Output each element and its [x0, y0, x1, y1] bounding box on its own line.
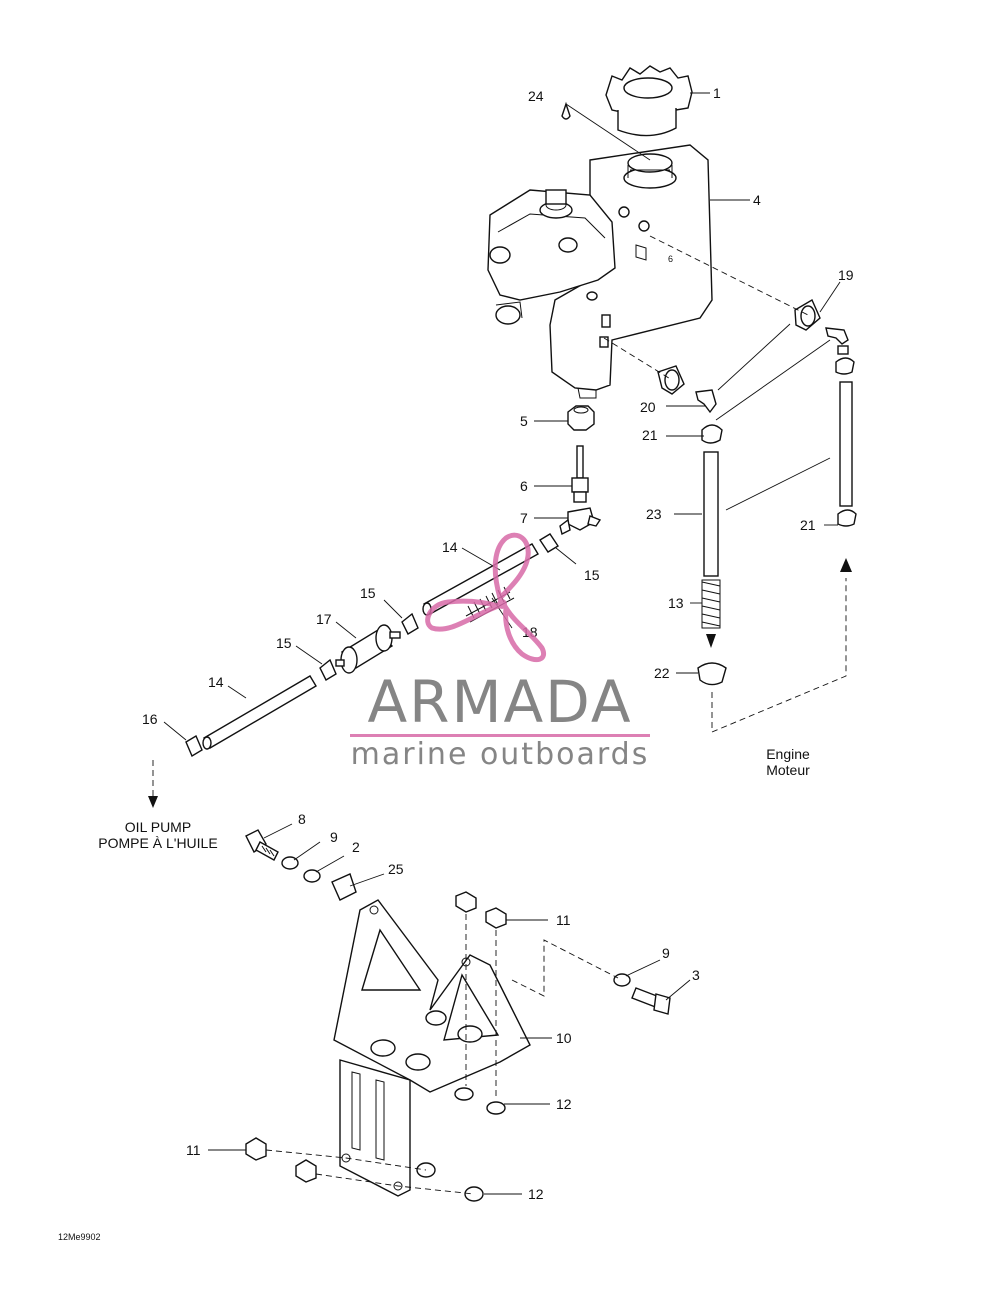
- callout-19: 19: [838, 267, 854, 283]
- mounting-bracket: [333, 899, 531, 1197]
- outlet-grommet: [567, 405, 595, 431]
- hose-fitting-middle: [401, 612, 419, 635]
- armada-logo-watermark: ARMADA marine outboards: [350, 532, 650, 772]
- brand-name: ARMADA: [367, 668, 632, 736]
- leader-lines: [163, 92, 841, 1195]
- callout-9-right: 9: [662, 945, 670, 961]
- oil-tank-cap: [605, 65, 693, 137]
- oil-tank: 6: [487, 144, 713, 399]
- svg-text:6: 6: [668, 254, 673, 264]
- engine-label-fr: Moteur: [766, 762, 810, 778]
- callout-11-lower: 11: [186, 1142, 201, 1158]
- bracket-washer-right: [613, 973, 631, 987]
- brand-tagline: marine outboards: [351, 737, 650, 772]
- callout-7: 7: [520, 510, 528, 526]
- callout-17: 17: [316, 611, 332, 627]
- callout-9-left: 9: [330, 829, 338, 845]
- callout-13: 13: [668, 595, 684, 611]
- hose-spring: [701, 579, 721, 629]
- shutoff-valve: [559, 507, 602, 536]
- callout-14-lower: 14: [208, 674, 224, 690]
- flow-arrow-up: [840, 558, 852, 572]
- hose-clamp-top-right: [835, 357, 855, 375]
- hose-clamp-right: [837, 509, 857, 527]
- oil-pump-label-fr: POMPE À L'HUILE: [98, 835, 217, 851]
- callout-20: 20: [640, 399, 656, 415]
- callout-21-right: 21: [800, 517, 816, 533]
- oil-pump-arrow: [148, 796, 158, 808]
- callout-22: 22: [654, 665, 670, 681]
- hose-vertical-left: [703, 451, 719, 577]
- grommet-elbow-left: [657, 365, 717, 414]
- callout-15-lower: 15: [276, 635, 292, 651]
- bracket-washer-spacer: [303, 869, 321, 883]
- callout-5: 5: [520, 413, 528, 429]
- hose-fitting-lower: [319, 658, 337, 681]
- callout-12-lower: 12: [528, 1186, 544, 1202]
- seal-drop-part: [561, 101, 571, 120]
- callout-12-upper: 12: [556, 1096, 572, 1112]
- callout-8: 8: [298, 811, 306, 827]
- callout-1: 1: [713, 85, 721, 101]
- inline-oil-filter: [335, 624, 401, 674]
- engine-label-en: Engine: [766, 746, 810, 762]
- callout-4: 4: [753, 192, 761, 208]
- hose-vertical-right: [839, 381, 853, 507]
- callout-10: 10: [556, 1030, 572, 1046]
- callout-16: 16: [142, 711, 158, 727]
- propeller-icon: [425, 532, 546, 663]
- oil-pump-label-en: OIL PUMP: [125, 819, 191, 835]
- bracket-bolt: [245, 829, 279, 861]
- washer-lower-right: [464, 1186, 484, 1202]
- bracket-clip: [331, 873, 357, 901]
- routing-lines: [152, 235, 847, 1195]
- hose-fitting-upper: [539, 533, 559, 553]
- pump-fitting: [185, 734, 203, 758]
- callout-15-upper: 15: [584, 567, 600, 583]
- callout-15-middle: 15: [360, 585, 376, 601]
- drawing-code: 12Me9902: [58, 1232, 101, 1242]
- washer-under-left: [454, 1087, 474, 1101]
- callout-23: 23: [646, 506, 662, 522]
- callout-14-upper: 14: [442, 539, 458, 555]
- bracket-bolt-right: [631, 987, 671, 1015]
- grommet-elbow-right: [794, 298, 849, 355]
- nut-lower-right: [295, 1159, 317, 1183]
- nut-lower-left: [245, 1137, 267, 1161]
- hose-clamp-lower: [697, 662, 727, 686]
- flow-arrow-down: [706, 634, 716, 648]
- callout-25: 25: [388, 861, 404, 877]
- callout-3: 3: [692, 967, 700, 983]
- callout-21-upper: 21: [642, 427, 658, 443]
- callout-2: 2: [352, 839, 360, 855]
- outlet-tube-filter: [571, 445, 589, 503]
- callout-11-upper: 11: [556, 912, 571, 928]
- callout-24: 24: [528, 88, 544, 104]
- callout-6: 6: [520, 478, 528, 494]
- hose-clamp-upper: [701, 424, 723, 444]
- nut-upper-left: [455, 891, 477, 913]
- washer-under-right: [486, 1101, 506, 1115]
- nut-upper-right: [485, 907, 507, 929]
